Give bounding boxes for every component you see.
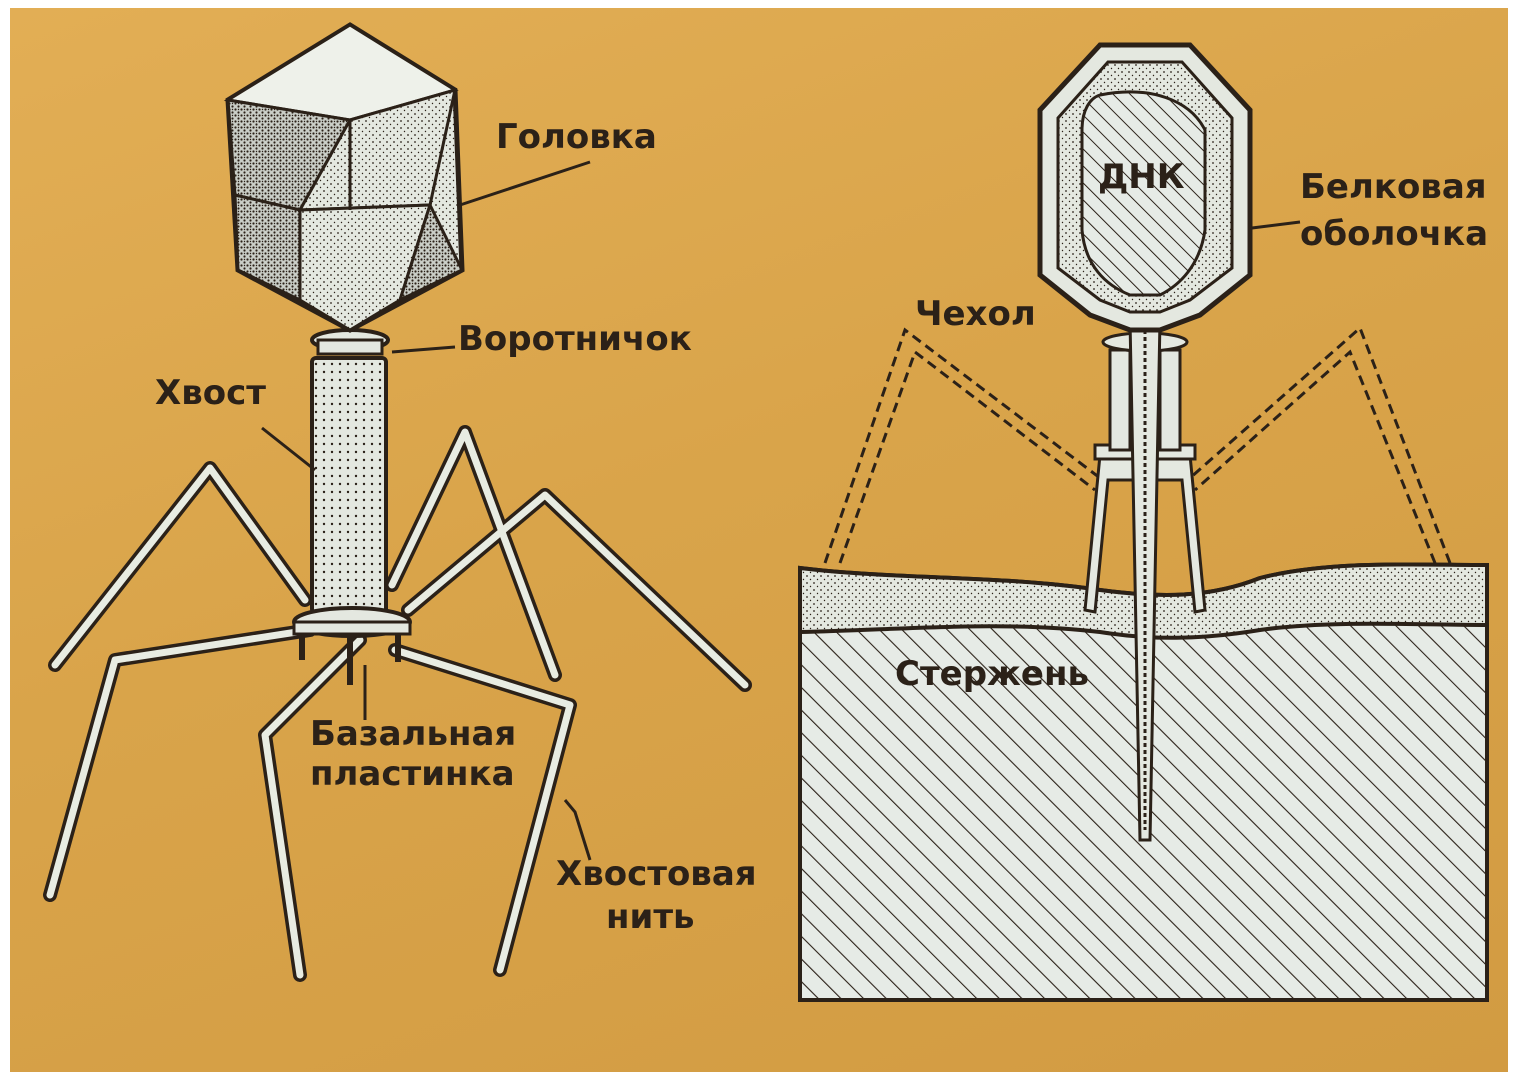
label-tail-fiber-line2: нить xyxy=(606,897,695,937)
label-collar: Воротничок xyxy=(458,319,692,359)
tail-sheath xyxy=(312,358,386,613)
label-sheath: Чехол xyxy=(915,294,1036,334)
collar xyxy=(312,330,388,354)
label-head: Головка xyxy=(496,117,657,157)
label-protein-coat-line1: Белковая xyxy=(1300,167,1487,207)
left-phage: Головка Воротничок Хвост Базальная пласт… xyxy=(50,25,757,975)
right-leader-lines xyxy=(1252,222,1300,228)
head-icosahedron xyxy=(228,25,462,330)
label-base-plate-line1: Базальная xyxy=(310,714,516,754)
label-tail-fiber-line1: Хвостовая xyxy=(556,854,757,894)
label-dna: ДНК xyxy=(1098,157,1185,197)
label-core: Стержень xyxy=(895,654,1089,694)
label-tail: Хвост xyxy=(155,373,266,413)
label-base-plate-line2: пластинка xyxy=(310,754,515,794)
label-protein-coat-line2: оболочка xyxy=(1300,214,1488,254)
right-phage: ДНК Белковая оболочка Чехол Стержень xyxy=(800,45,1488,1000)
